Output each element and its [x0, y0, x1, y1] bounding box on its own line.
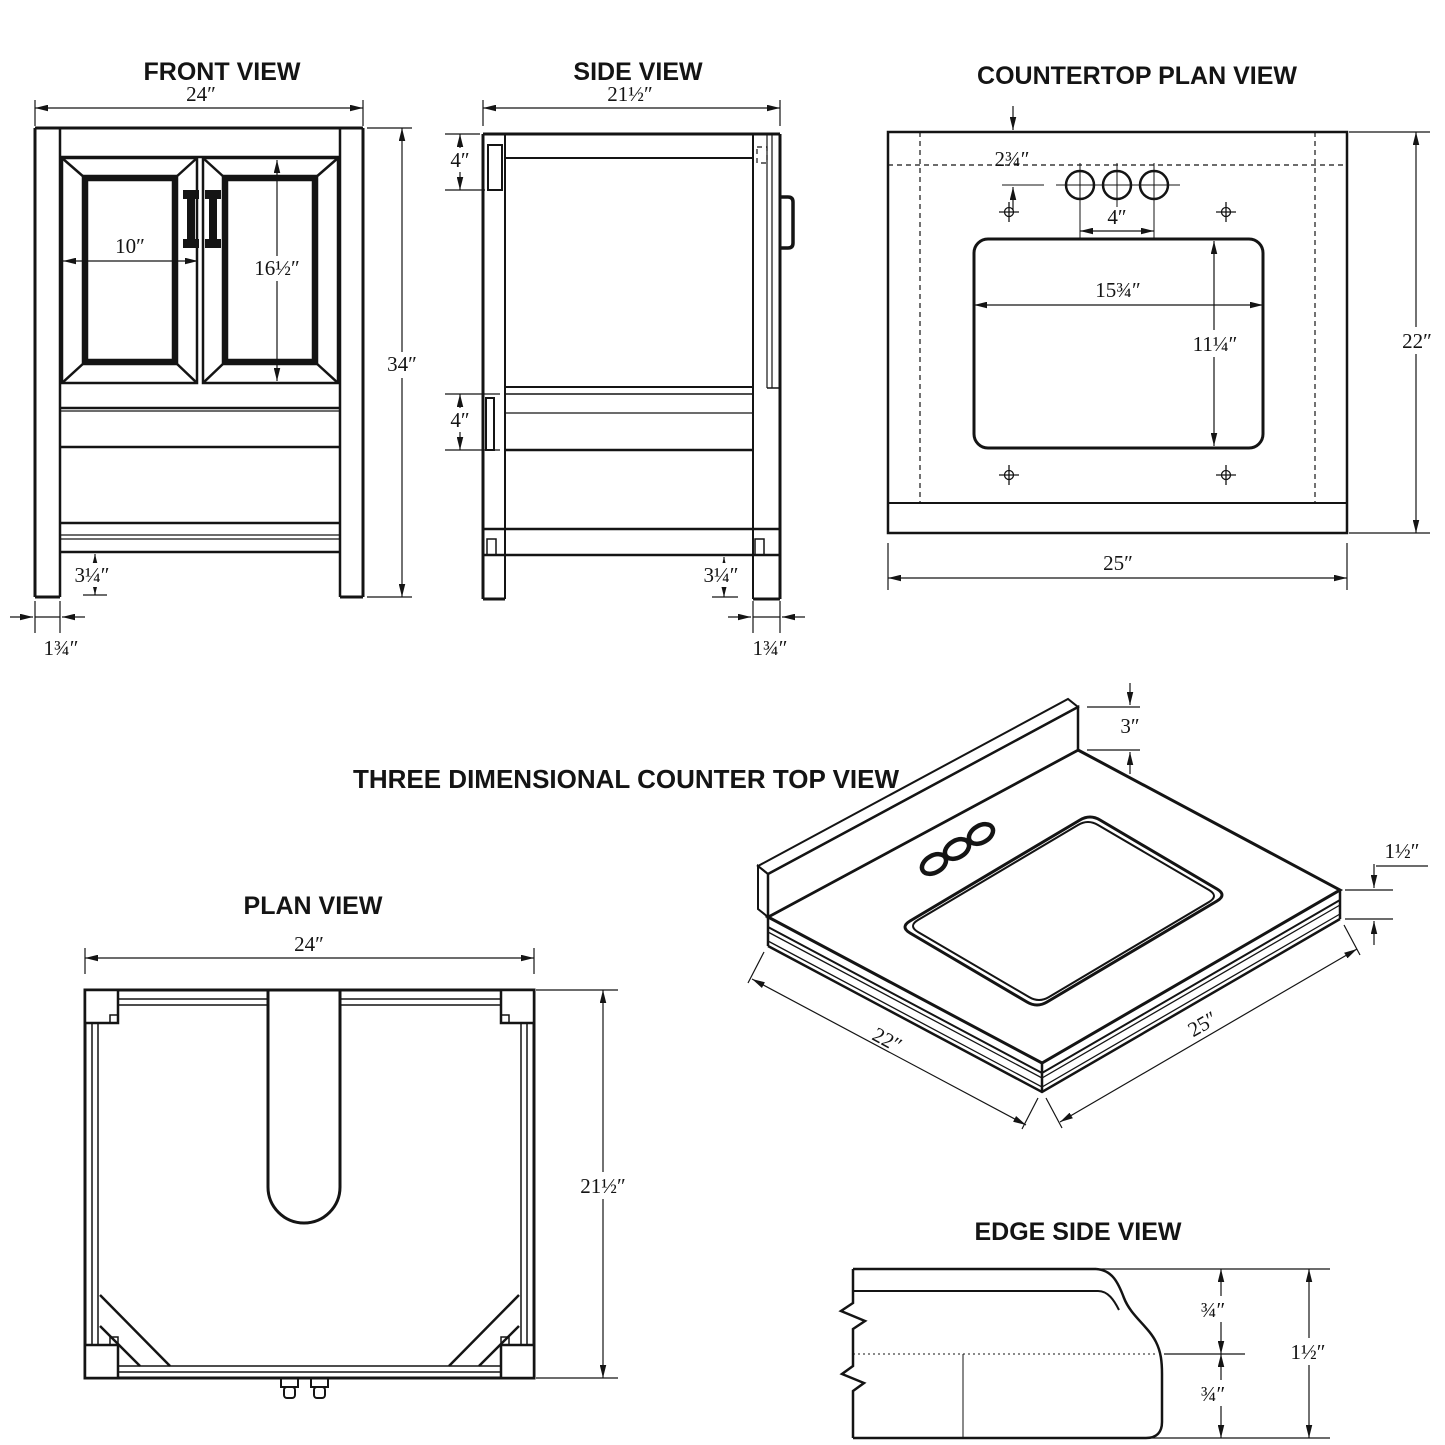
countertop-dim-hole-spacing: 4″: [1080, 205, 1154, 235]
edge-dim-bottom-layer: ¾″: [1192, 1354, 1236, 1438]
countertop-dim-hole-setback-label: 2¾″: [995, 147, 1030, 171]
three-d-dim-depth-label: 22″: [869, 1022, 907, 1057]
side-view: SIDE VIEW 21½″: [440, 58, 805, 660]
side-dim-top-rail: 4″: [440, 133, 485, 191]
edge-dim-top-layer-label: ¾″: [1201, 1298, 1226, 1322]
plan-feet: [280, 1377, 329, 1399]
countertop-dim-width: 25″: [887, 543, 1348, 590]
edge-dims: ¾″ ¾″ 1½″: [1100, 1268, 1337, 1439]
front-dim-height-label: 34″: [387, 352, 417, 376]
front-left-door: [60, 156, 199, 385]
three-d-dim-backsplash-label: 3″: [1120, 714, 1139, 738]
countertop-dim-depth-label: 22″: [1402, 329, 1432, 353]
front-dim-bottom-rail-label: 3¼″: [75, 563, 110, 587]
countertop-dim-cutout-depth-label: 11¼″: [1193, 332, 1238, 356]
side-cabinet: [481, 132, 795, 601]
side-dim-mid-rail-label: 4″: [450, 408, 469, 432]
side-view-title: SIDE VIEW: [573, 58, 703, 86]
side-dim-depth-label: 21½″: [607, 82, 653, 106]
front-view: FRONT VIEW 24″: [10, 58, 425, 660]
plan-cabinet: [83, 988, 536, 1399]
side-dim-leg-depth: 1¾″: [728, 601, 805, 660]
plan-dim-depth: 21½″: [536, 989, 635, 1379]
edge-dim-total-label: 1½″: [1291, 1340, 1326, 1364]
countertop-plan-view: COUNTERTOP PLAN VIEW: [886, 62, 1443, 590]
side-dim-bottom-rail-label: 3¼″: [704, 563, 739, 587]
countertop-dim-width-label: 25″: [1103, 551, 1133, 575]
front-dim-door-width-label: 10″: [115, 234, 145, 258]
side-dim-leg-depth-label: 1¾″: [753, 636, 788, 660]
front-dim-door-width: 10″: [63, 234, 198, 265]
front-dim-door-height: 16½″: [248, 160, 306, 381]
front-dim-height: 34″: [367, 127, 425, 598]
front-dim-door-height-label: 16½″: [254, 256, 300, 280]
front-dim-width-label: 24″: [186, 82, 216, 106]
edge-profile: [838, 1267, 1164, 1440]
countertop-dim-cutout-width-label: 15¾″: [1095, 278, 1141, 302]
countertop-dim-hole-setback: 2¾″: [995, 106, 1030, 210]
front-view-title: FRONT VIEW: [144, 58, 301, 86]
side-dim-mid-rail: 4″: [440, 393, 500, 451]
sink-cutout-3d: [903, 815, 1224, 1007]
countertop-dim-cutout-depth: 11¼″: [1183, 241, 1247, 446]
faucet-holes: [1002, 163, 1180, 240]
front-dim-leg-width: 1¾″: [10, 601, 85, 660]
side-dim-depth: 21½″: [482, 82, 781, 126]
side-dim-top-rail-label: 4″: [450, 148, 469, 172]
faucet-hole: [1138, 169, 1170, 201]
plan-view-title: PLAN VIEW: [244, 892, 383, 920]
front-door-handles: [183, 190, 221, 248]
faucet-hole: [1064, 169, 1096, 201]
countertop-plan-title: COUNTERTOP PLAN VIEW: [977, 62, 1297, 90]
three-d-view: THREE DIMENSIONAL COUNTER TOP VIEW: [353, 683, 1428, 1130]
registration-marks: [999, 202, 1236, 485]
countertop-dim-depth: 22″: [1349, 131, 1443, 534]
plumbing-notch: [266, 991, 342, 1225]
side-door-handle: [780, 195, 795, 250]
countertop-dim-hole-spacing-label: 4″: [1107, 205, 1126, 229]
plan-dim-depth-label: 21½″: [580, 1174, 626, 1198]
faucet-hole-3d: [942, 836, 972, 862]
faucet-hole: [1101, 169, 1133, 201]
edge-dim-top-layer: ¾″: [1192, 1269, 1236, 1354]
three-d-dim-thickness-label: 1½″: [1385, 839, 1420, 863]
three-d-title: THREE DIMENSIONAL COUNTER TOP VIEW: [353, 764, 900, 794]
edge-side-view-title: EDGE SIDE VIEW: [975, 1218, 1182, 1246]
three-d-counter: [756, 697, 1344, 1094]
three-d-dim-width-label: 25″: [1184, 1006, 1222, 1042]
countertop-dim-cutout-width: 15¾″: [974, 278, 1263, 309]
front-dim-width: 24″: [34, 82, 364, 126]
three-d-dim-backsplash: 3″: [1087, 683, 1146, 774]
edge-dim-bottom-layer-label: ¾″: [1201, 1382, 1226, 1406]
sink-cutout: [972, 237, 1265, 450]
edge-dim-total: 1½″: [1281, 1269, 1337, 1438]
faucet-hole-3d: [966, 821, 996, 847]
front-dim-leg-width-label: 1¾″: [44, 636, 79, 660]
front-dim-bottom-rail: 3¼″: [70, 554, 114, 596]
plan-dim-width: 24″: [84, 932, 535, 974]
plan-dim-width-label: 24″: [294, 932, 324, 956]
three-d-dim-thickness: 1½″: [1345, 839, 1428, 945]
plan-view: PLAN VIEW 24″: [83, 892, 635, 1399]
front-right-door: [201, 156, 340, 385]
break-line: [838, 1269, 868, 1438]
edge-side-view: EDGE SIDE VIEW ¾″ ¾″: [838, 1218, 1337, 1440]
side-dim-bottom-rail: 3¼″: [698, 557, 744, 598]
